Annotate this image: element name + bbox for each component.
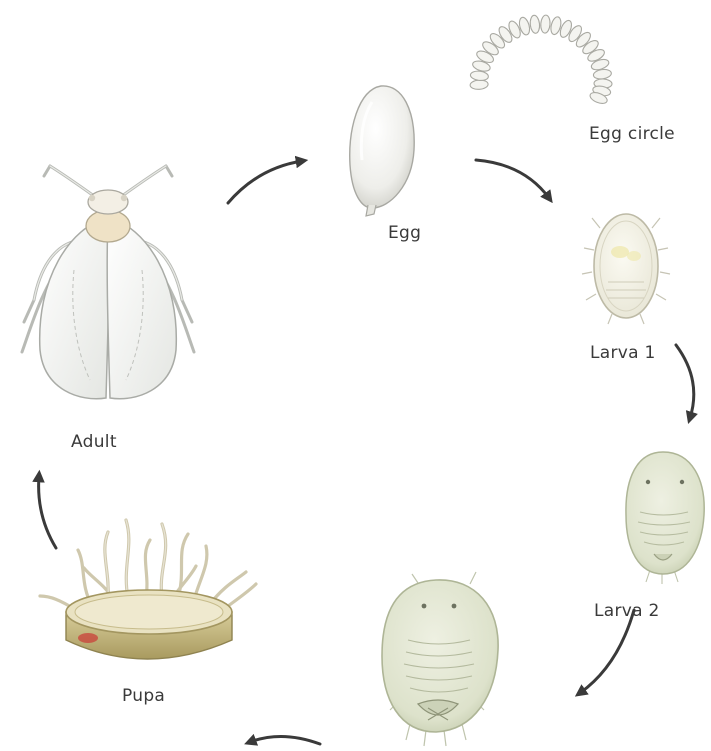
larva2-illustration (626, 452, 704, 584)
arrow-larva1-to-larva2 (676, 345, 694, 418)
egg-circle-egg (529, 15, 540, 34)
egg-circle-label: Egg circle (589, 124, 675, 144)
larva1-label: Larva 1 (590, 343, 656, 363)
egg-label: Egg (388, 223, 421, 243)
arrow-egg-to-larva1 (476, 160, 549, 198)
larva1-illustration (582, 214, 670, 324)
larva2-label: Larva 2 (594, 601, 660, 621)
arrow-larva2-to-larva3 (580, 610, 634, 693)
egg-illustration (350, 86, 414, 216)
larva3-illustration (382, 572, 498, 746)
arrow-adult-to-egg (228, 161, 302, 203)
egg-circle-egg (540, 15, 550, 34)
adult-label: Adult (71, 432, 117, 452)
egg-circle-egg (470, 80, 489, 90)
adult-illustration (22, 166, 194, 399)
pupa-label: Pupa (122, 686, 165, 706)
arrow-pupa-to-adult (39, 476, 56, 548)
egg-circle-illustration (470, 15, 612, 106)
egg-circle-egg (470, 70, 489, 81)
arrow-larva3-to-pupa (250, 736, 320, 744)
pupa-illustration (40, 520, 256, 659)
